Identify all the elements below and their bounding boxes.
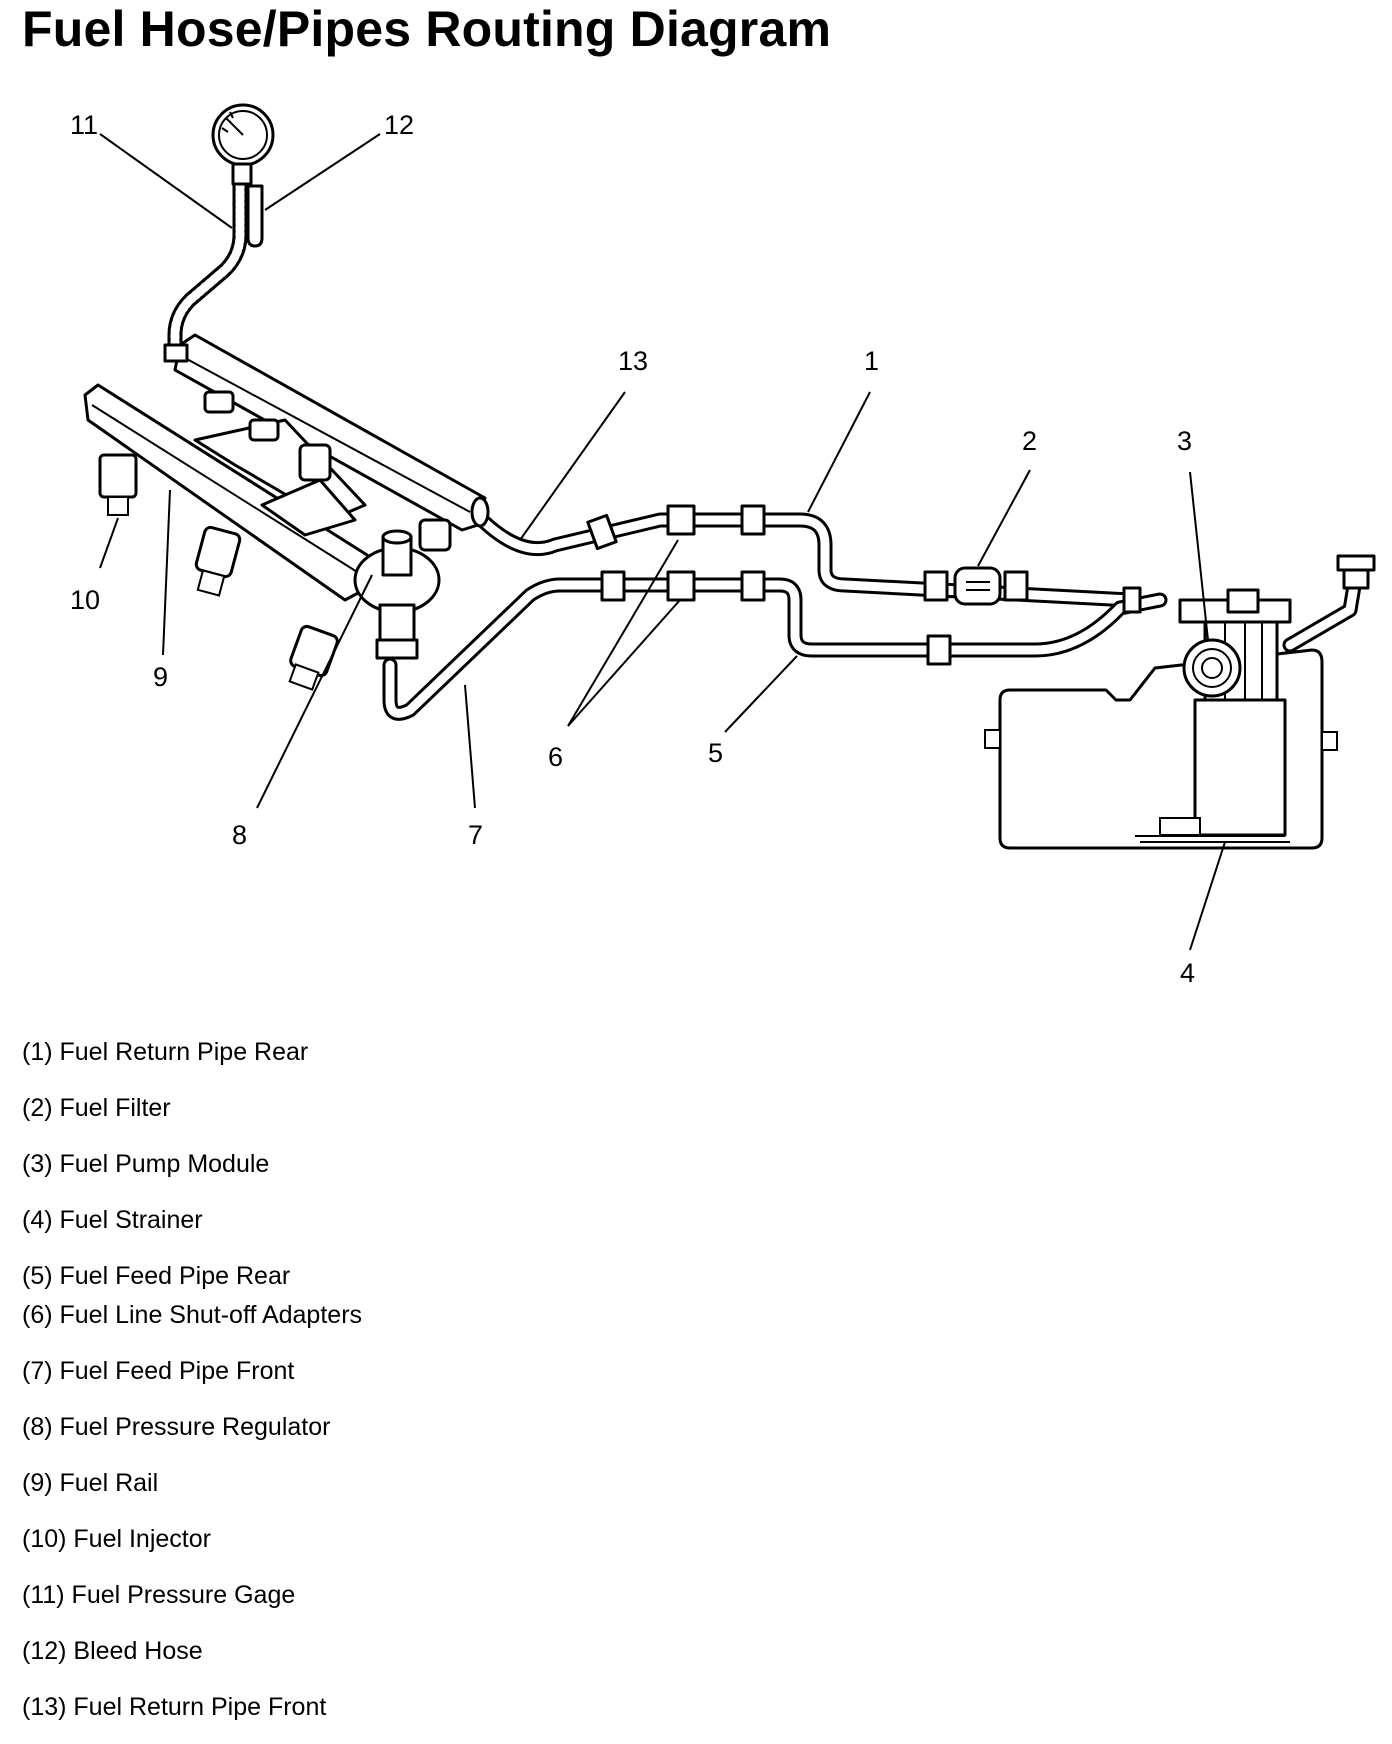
fuel-filter	[953, 566, 1002, 606]
callout-10: 10	[70, 585, 100, 615]
tank-vent	[1282, 554, 1376, 653]
callout-1: 1	[864, 346, 879, 376]
bleed-hose	[246, 184, 264, 248]
fuel-routing-diagram: 11 12 13 1 2 3 4 5 6 7 8 9 10	[70, 103, 1376, 988]
legend-item-8: (8) Fuel Pressure Regulator	[22, 1413, 331, 1441]
callout-9: 9	[153, 662, 168, 692]
pipe-connectors	[586, 504, 1142, 666]
callout-13: 13	[618, 346, 648, 376]
legend-item-11: (11) Fuel Pressure Gage	[22, 1581, 296, 1609]
legend-item-2: (2) Fuel Filter	[22, 1094, 171, 1122]
callout-12: 12	[384, 110, 414, 140]
legend-item-12: (12) Bleed Hose	[22, 1637, 203, 1665]
legend-item-6: (6) Fuel Line Shut-off Adapters	[22, 1301, 363, 1329]
callout-7: 7	[468, 820, 483, 850]
legend-item-10: (10) Fuel Injector	[22, 1525, 211, 1553]
legend-item-3: (3) Fuel Pump Module	[22, 1150, 270, 1178]
legend-item-9: (9) Fuel Rail	[22, 1469, 159, 1497]
callout-11: 11	[70, 110, 98, 140]
callout-6: 6	[548, 742, 563, 772]
fuel-rail	[83, 333, 490, 602]
legend-item-5: (5) Fuel Feed Pipe Rear	[22, 1262, 291, 1290]
legend-item-4: (4) Fuel Strainer	[22, 1206, 203, 1234]
legend-item-7: (7) Fuel Feed Pipe Front	[22, 1357, 295, 1385]
callout-numbers: 11 12 13 1 2 3 4 5 6 7 8 9 10	[70, 110, 1195, 988]
page-title: Fuel Hose/Pipes Routing Diagram	[22, 1, 832, 57]
legend-item-1: (1) Fuel Return Pipe Rear	[22, 1038, 309, 1066]
fuel-pressure-regulator	[353, 529, 441, 660]
legend-item-13: (13) Fuel Return Pipe Front	[22, 1693, 327, 1721]
callout-8: 8	[232, 820, 247, 850]
fuel-pressure-gage	[163, 103, 275, 363]
callout-4: 4	[1180, 958, 1195, 988]
callout-3: 3	[1177, 426, 1192, 456]
leader-lines	[99, 133, 1226, 951]
callout-2: 2	[1022, 426, 1037, 456]
fuel-pump-module	[1135, 588, 1292, 843]
callout-5: 5	[708, 738, 723, 768]
fuel-injectors	[98, 390, 452, 691]
